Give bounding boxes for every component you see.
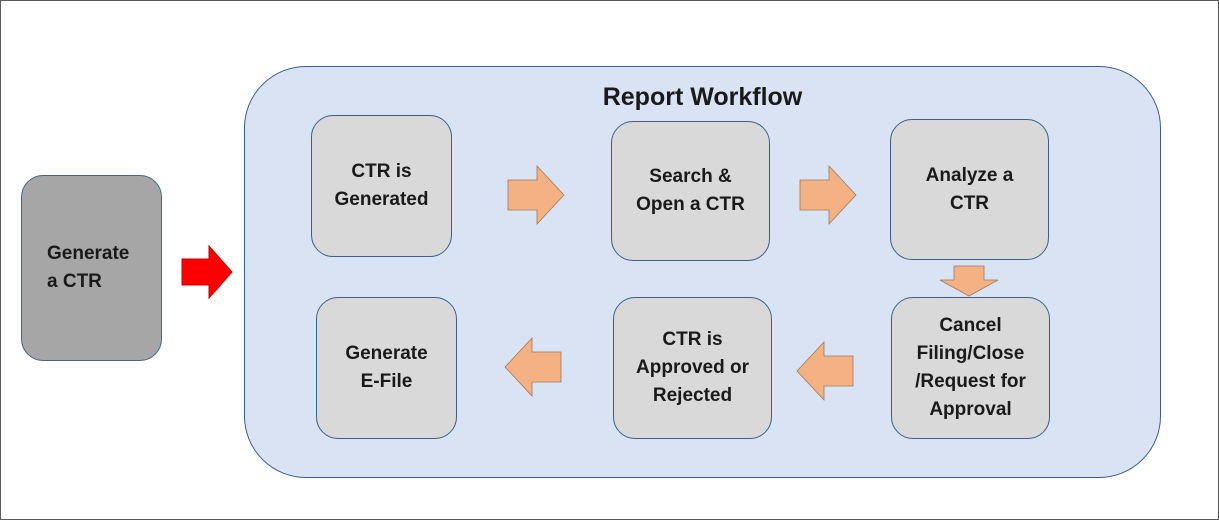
node-approved-rejected: CTR is Approved or Rejected (613, 297, 772, 439)
entry-arrow-icon (181, 244, 233, 300)
arrow-right-icon (799, 164, 857, 226)
arrow-left-icon (796, 340, 854, 402)
start-node-label: Generate a CTR (47, 243, 130, 292)
workflow-title: Report Workflow (602, 83, 803, 111)
node-cancel-close-request: Cancel Filing/Close /Request for Approva… (891, 297, 1050, 439)
node-label: CTR is Approved or Rejected (636, 329, 749, 406)
arrow-down-icon (939, 265, 999, 297)
node-label: CTR is Generated (334, 161, 429, 210)
node-analyze-ctr: Analyze a CTR (890, 119, 1049, 260)
arrow-right-icon (507, 164, 565, 226)
node-label: Search & Open a CTR (636, 166, 745, 215)
node-label: Cancel Filing/Close /Request for Approva… (915, 315, 1026, 420)
node-generate-efile: Generate E-File (316, 297, 457, 439)
node-search-open-ctr: Search & Open a CTR (611, 121, 770, 261)
start-node-generate-ctr: Generate a CTR (21, 175, 162, 361)
node-ctr-generated: CTR is Generated (311, 115, 452, 257)
node-label: Generate E-File (345, 343, 428, 392)
node-label: Analyze a CTR (925, 164, 1014, 214)
arrow-left-icon (504, 336, 562, 398)
